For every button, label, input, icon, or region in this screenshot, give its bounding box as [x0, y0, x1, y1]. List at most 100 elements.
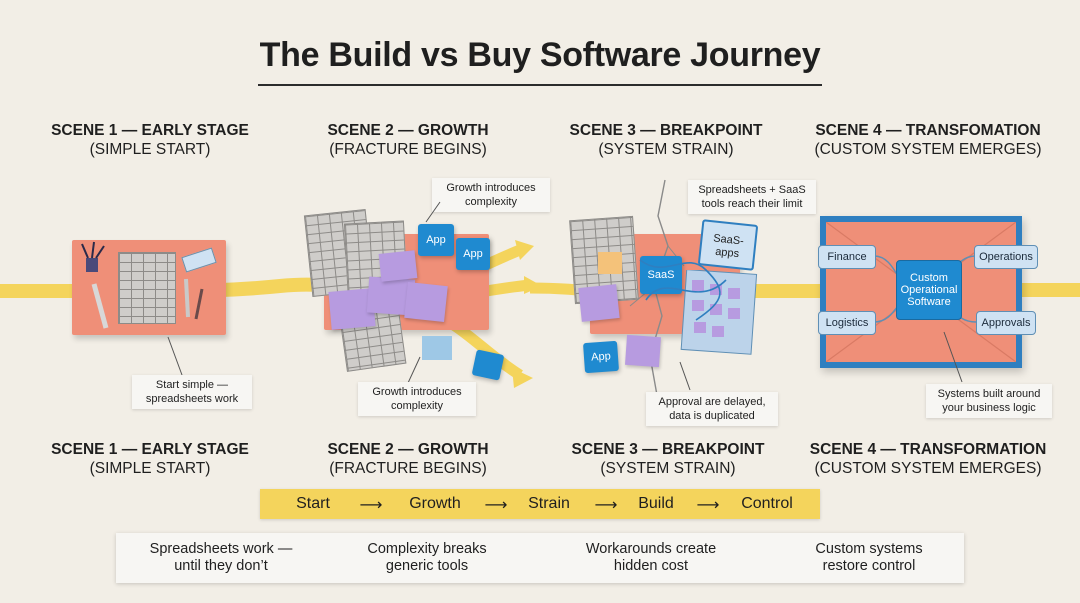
scene-1-subtitle: (SIMPLE START) — [89, 460, 211, 477]
node-approvals: Approvals — [976, 311, 1036, 335]
summary-line: Workarounds create — [585, 541, 717, 557]
summary-line: restore control — [822, 558, 916, 574]
summary-line: generic tools — [385, 558, 469, 574]
scene-3-bottom-note: Approval are delayed, data is duplicated — [646, 392, 778, 426]
summary-strip — [116, 533, 964, 583]
flow-step-strain: Strain — [528, 495, 570, 512]
note-line: complexity — [465, 196, 517, 208]
pencil-icon — [184, 278, 204, 320]
scene-3-header-repeat: SCENE 3 — BREAKPOINT (SYSTEM STRAIN) — [538, 440, 798, 478]
note-line: Growth introduces — [372, 386, 462, 398]
scene-1-title: SCENE 1 — EARLY STAGE — [51, 122, 249, 139]
flow-step-start: Start — [296, 495, 330, 512]
app-label: App — [590, 350, 612, 364]
app-tile: App — [456, 238, 490, 270]
scene-1-subtitle: (SIMPLE START) — [89, 141, 211, 158]
custom-software-hub: Custom Operational Software — [896, 260, 962, 320]
scene-4-header: SCENE 4 — TRANSFOMATION (CUSTOM SYSTEM E… — [798, 121, 1058, 159]
note-line: Growth introduces — [446, 182, 536, 194]
scene-3-bottom-pointer — [679, 361, 691, 391]
flow-step-growth: Growth — [409, 495, 461, 512]
scene-4-note: Systems built around your business logic — [926, 384, 1052, 418]
node-label: Logistics — [825, 317, 869, 329]
tangled-app-grid — [680, 270, 758, 355]
node-finance: Finance — [818, 245, 876, 269]
summary-line: Custom systems — [815, 541, 923, 557]
scene-3-top-note: Spreadsheets + SaaS tools reach their li… — [688, 180, 816, 214]
summary-line: until they don’t — [174, 558, 268, 574]
flow-arrow-icon: ⟶ — [359, 497, 383, 514]
scene-4-header-repeat: SCENE 4 — TRANSFORMATION (CUSTOM SYSTEM … — [798, 440, 1058, 478]
note-line: your business logic — [942, 402, 1036, 414]
summary-line: Complexity breaks — [367, 541, 487, 557]
scene-4-title: SCENE 4 — TRANSFORMATION — [809, 441, 1047, 458]
pen-holder-icon — [81, 241, 105, 272]
scene-1-header-repeat: SCENE 1 — EARLY STAGE (SIMPLE START) — [20, 440, 280, 478]
note-line: Approval are delayed, — [658, 396, 766, 408]
journey-flow-bar — [260, 489, 820, 519]
app-tile-fallen — [471, 349, 505, 381]
note-line: Systems built around — [937, 388, 1041, 400]
flow-step-build: Build — [638, 495, 674, 512]
sticky-note-purple — [404, 282, 448, 322]
hub-line: Software — [907, 296, 951, 308]
summary-item-4: Custom systems restore control — [769, 541, 969, 575]
note-line: Start simple — — [155, 379, 229, 391]
app-label: App — [426, 234, 446, 246]
scene-2-bottom-note: Growth introduces complexity — [358, 382, 476, 416]
scene-2-header: SCENE 2 — GROWTH (FRACTURE BEGINS) — [278, 121, 538, 159]
node-label: Finance — [827, 251, 867, 263]
scene-3-title: SCENE 3 — BREAKPOINT — [571, 441, 765, 458]
flow-arrow-icon: ⟶ — [484, 497, 508, 514]
tangled-wires — [639, 259, 727, 321]
summary-line: hidden cost — [613, 558, 689, 574]
sticky-note-purple — [578, 284, 620, 322]
scene-3-title: SCENE 3 — BREAKPOINT — [569, 122, 763, 139]
scene-3-header: SCENE 3 — BREAKPOINT (SYSTEM STRAIN) — [536, 121, 796, 159]
node-label: Operations — [979, 251, 1033, 263]
flow-arrow-icon: ⟶ — [696, 497, 720, 514]
app-tile: App — [582, 340, 620, 374]
scene-2-bottom-pointer — [407, 356, 421, 384]
sticky-note-purple — [378, 250, 418, 282]
scene-1-title: SCENE 1 — EARLY STAGE — [51, 441, 249, 458]
pen-icon — [91, 283, 109, 329]
scene-4-subtitle: (CUSTOM SYSTEM EMERGES) — [814, 460, 1042, 477]
app-label: App — [463, 248, 483, 260]
hub-line: Operational — [900, 284, 958, 296]
spreadsheet-icon — [118, 252, 176, 324]
scene-1-pointer-line — [167, 336, 183, 376]
sticky-note-purple — [624, 334, 662, 368]
scene-3-subtitle: (SYSTEM STRAIN) — [600, 460, 736, 477]
node-logistics: Logistics — [818, 311, 876, 335]
scene-2-header-repeat: SCENE 2 — GROWTH (FRACTURE BEGINS) — [278, 440, 538, 478]
summary-item-2: Complexity breaks generic tools — [327, 541, 527, 575]
scene-2-title: SCENE 2 — GROWTH — [327, 122, 489, 139]
scene-1-note: Start simple — spreadsheets work — [132, 375, 252, 409]
note-line: tools reach their limit — [701, 198, 803, 210]
note-line: complexity — [391, 400, 443, 412]
scene-2-pointer-line — [425, 201, 441, 223]
note-line: Spreadsheets + SaaS — [698, 184, 806, 196]
note-line: spreadsheets work — [145, 393, 239, 405]
note-line: data is duplicated — [669, 410, 755, 422]
scene-4-pointer-line — [943, 331, 963, 383]
hub-line: Custom — [910, 272, 948, 284]
scene-1-header: SCENE 1 — EARLY STAGE (SIMPLE START) — [20, 121, 280, 159]
sticky-note-orange — [598, 252, 622, 274]
app-tile: App — [418, 224, 454, 256]
node-operations: Operations — [974, 245, 1038, 269]
scene-4-title: SCENE 4 — TRANSFOMATION — [815, 122, 1041, 139]
scene-2-subtitle: (FRACTURE BEGINS) — [329, 460, 487, 477]
flow-step-control: Control — [741, 495, 793, 512]
scene-2-title: SCENE 2 — GROWTH — [327, 441, 489, 458]
scene-4-subtitle: (CUSTOM SYSTEM EMERGES) — [814, 141, 1042, 158]
app-tile-faded — [422, 336, 452, 360]
scene-2-subtitle: (FRACTURE BEGINS) — [329, 141, 487, 158]
page-title: The Build vs Buy Software Journey — [259, 36, 821, 74]
scene-3-subtitle: (SYSTEM STRAIN) — [598, 141, 734, 158]
saas-tile: SaaS — [640, 256, 682, 294]
scene-2-top-note: Growth introduces complexity — [432, 178, 550, 212]
flow-arrow-icon: ⟶ — [594, 497, 618, 514]
saas-label: SaaS — [647, 269, 675, 281]
